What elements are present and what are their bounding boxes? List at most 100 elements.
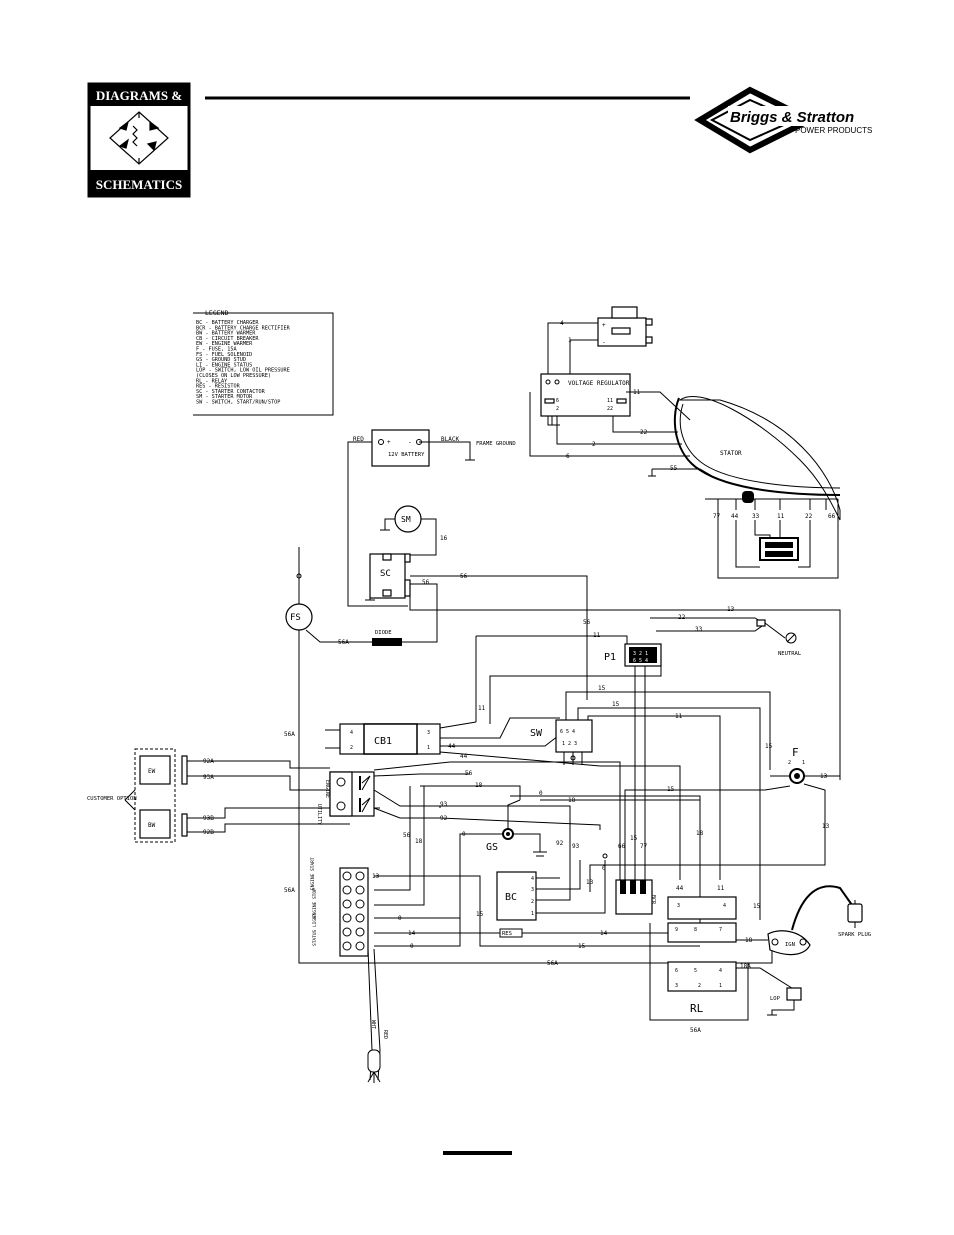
wht-label: WHT [370,1020,376,1029]
rl-pin-3a: 3 [677,903,680,909]
label-red: RED [353,436,364,443]
wire-2-vr [556,425,682,445]
wire-label-55: 55 [670,465,678,472]
svg-text:6: 6 [675,968,678,974]
wire-label-56a-3: 56A [547,960,558,967]
svg-text:6 5 4: 6 5 4 [560,729,575,735]
wire-label-18a2: 18A [740,963,751,970]
output-receptacle: + - [591,306,653,347]
wire-label-0a: 0 [539,790,543,797]
gs-label: GS [486,842,498,853]
panel-terminal [355,871,365,881]
legend-item: LI - ENGINE STATUS [196,362,252,368]
wire-13-main [409,596,841,780]
legend-item: RL - RELAY [196,378,228,384]
conn-44: 44 [731,513,739,520]
wire-label-11b: 11 [593,632,601,639]
wire-55 [652,468,713,477]
panel-terminal [342,927,352,937]
conn-66: 66 [828,513,836,520]
panel-terminal [342,899,352,909]
legend-item: F - FUSE, 15A [196,347,237,353]
wire-label-11c: 11 [478,705,486,712]
svg-text:3 2 1: 3 2 1 [633,651,648,657]
wire-label-0e: 0 [410,943,414,950]
conn-33: 33 [752,513,760,520]
wire-11-vr [626,391,691,421]
svg-text:+: + [602,322,606,329]
spark-plug-icon [847,900,863,928]
wire-label-92b: 92B [203,829,214,836]
wire-56a [298,630,773,964]
ign-label: IGN [785,942,795,948]
rl-pin-8: 8 [694,927,697,933]
wire-red [347,441,408,607]
rl-pin-7: 7 [719,927,722,933]
conn-11: 11 [777,513,785,520]
neutral-label: NEUTRAL [778,651,802,657]
svg-text:2: 2 [788,760,791,766]
res-label: RES [502,931,512,937]
customer-option-group: EW BW CUSTOMER OPTION [87,748,176,843]
rl-pin-5: 5 [694,968,697,974]
bw-label: BW [148,822,156,829]
svg-text:+: + [387,439,391,446]
svg-text:-: - [602,339,606,346]
wire-label-15a: 15 [598,685,606,692]
wire-label-18a: 18 [475,782,483,789]
rl-pin-1: 1 [719,983,722,989]
svg-text:1: 1 [802,760,805,766]
sw-label: SW [530,728,543,739]
wire-6-vr [529,392,690,457]
wire-label-18c: 18 [568,797,576,804]
wire-label-15e: 15 [667,786,675,793]
voltage-regulator: VOLTAGE REGULATOR 6 2 11 22 [540,373,631,425]
relay: RL 3 4 9 8 7 6 5 4 3 2 1 56A [649,896,749,1034]
lop-label: LOP [770,996,781,1002]
ground-stud: GS [486,828,514,853]
svg-text:6 5 4: 6 5 4 [633,658,648,664]
legend-item: GS - GROUND STUD [196,357,246,363]
wire-label-44c: 44 [676,885,684,892]
wire-label-33: 33 [695,626,703,633]
wire-label-22a: 22 [640,429,648,436]
low-oil-pressure-switch: LOP [770,987,802,1002]
svg-text:4: 4 [531,876,534,882]
panel-terminal [342,871,352,881]
stator-label: STATOR [720,450,742,457]
wire-label-93d: 93 [572,843,580,850]
ew-label: EW [148,768,156,775]
svg-text:1: 1 [427,745,430,751]
spark-plug-label: SPARK PLUG [838,932,871,938]
svg-text:11: 11 [607,398,613,404]
legend-item: CB - CIRCUIT BREAKER [196,336,259,342]
badge-top-text: DIAGRAMS & [96,88,182,103]
wire-label-13a: 13 [727,606,735,613]
red-lead-label: RED [382,1030,388,1039]
rl-label: RL [690,1002,704,1015]
wire-label-6: 6 [566,453,570,460]
engine-label: ENGINE [324,780,330,798]
svg-text:3: 3 [427,730,430,736]
harness-plug [367,1049,381,1073]
wire-11-p1 [476,635,628,644]
wire-label-4: 4 [560,320,564,327]
wire-label-56a-1: 56A [284,731,295,738]
wire-label-14a: 14 [408,930,416,937]
battery-charger: BC 4 3 2 1 [496,871,537,921]
spark-plug-lead [791,885,853,931]
sm-label: SM [401,515,411,524]
wire-56 [410,575,588,700]
battery-label: 12V BATTERY [388,452,425,458]
legend-item: SM - STARTER MOTOR [196,394,253,400]
utility-engine-block: UTILITY ENGINE [316,771,375,825]
wire-label-18b: 18 [415,838,423,845]
wire-label-16: 16 [440,535,448,542]
wire-label-44a: 44 [448,743,456,750]
wire-label-11d: 11 [675,713,683,720]
panel-terminal [355,885,365,895]
ground-icon [648,469,656,477]
control-panel: ENGINE START ENGINE STOP STATUS LIGHT [310,857,369,957]
